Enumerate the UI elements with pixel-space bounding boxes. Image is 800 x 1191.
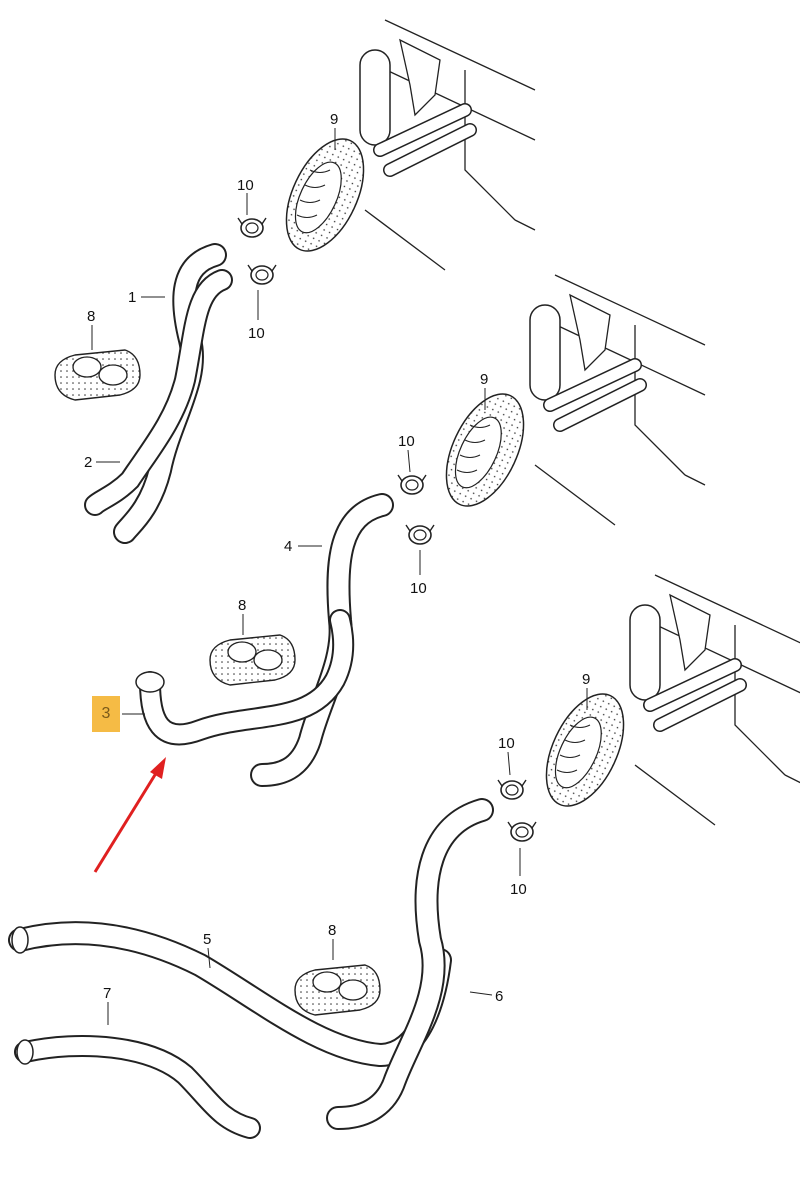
seal-8 <box>294 964 381 1016</box>
label-clip: 10 <box>248 325 265 342</box>
highlighted-part-label: 3 <box>92 696 120 732</box>
label-seal: 8 <box>328 922 336 939</box>
label-clip: 10 <box>410 580 427 597</box>
seal-8 <box>54 349 141 401</box>
grommet-9 <box>529 681 641 819</box>
grommet-9 <box>269 126 381 264</box>
seal-8 <box>209 634 296 686</box>
label-hose-6: 6 <box>495 988 503 1005</box>
label-clip: 10 <box>510 881 527 898</box>
label-grommet: 9 <box>330 111 338 128</box>
assembly-2 <box>135 275 705 787</box>
hose-clip-10 <box>497 779 527 800</box>
hose-clip-10 <box>507 821 537 842</box>
label-clip: 10 <box>498 735 515 752</box>
label-hose-5: 5 <box>203 931 211 948</box>
assembly-3 <box>8 575 800 1139</box>
hose-clip-10 <box>405 524 435 545</box>
red-arrow-icon <box>93 757 166 873</box>
label-hose-4: 4 <box>284 538 292 555</box>
assembly-1 <box>54 20 535 544</box>
label-hose-1: 1 <box>128 289 136 306</box>
label-hose-2: 2 <box>84 454 92 471</box>
hose-clip-10 <box>397 474 427 495</box>
label-seal: 8 <box>87 308 95 325</box>
label-grommet: 9 <box>480 371 488 388</box>
label-hose-7: 7 <box>103 985 111 1002</box>
label-grommet: 9 <box>582 671 590 688</box>
hose-clip-10 <box>237 217 267 238</box>
label-clip: 10 <box>237 177 254 194</box>
label-seal: 8 <box>238 597 246 614</box>
hose-clip-10 <box>247 264 277 285</box>
leader-lines <box>91 128 588 1025</box>
label-clip: 10 <box>398 433 415 450</box>
